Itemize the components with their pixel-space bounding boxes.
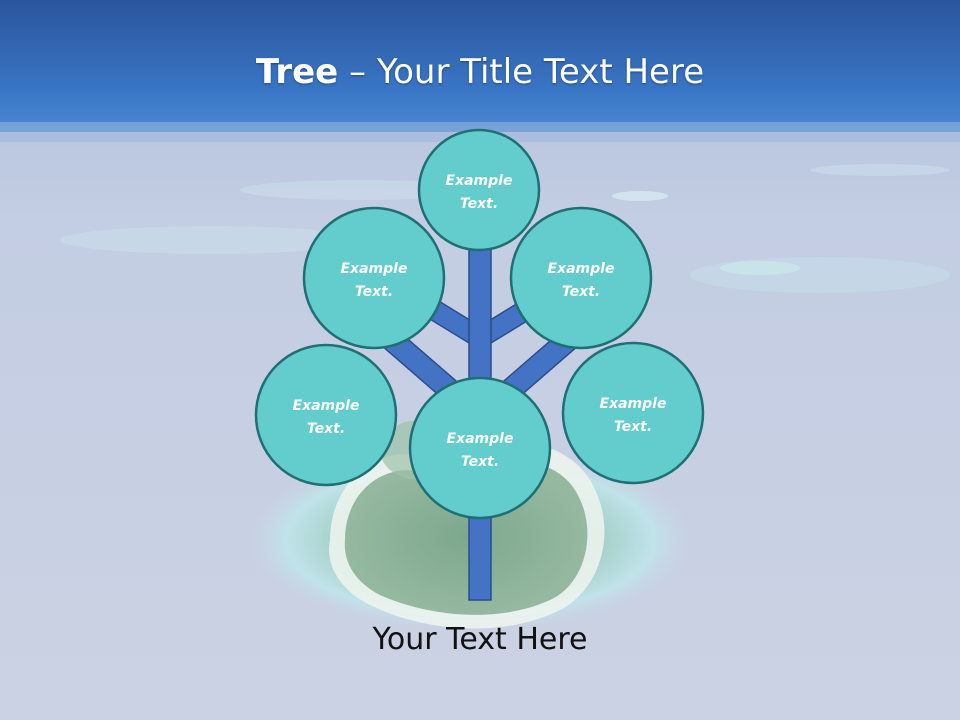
node-label-line2: Text.: [562, 284, 600, 300]
title-dash: –: [338, 52, 377, 92]
node-label-line1: Example: [600, 396, 667, 412]
node-label-line1: Example: [446, 173, 513, 189]
tree-nodes: ExampleText.ExampleText.ExampleText.Exam…: [254, 128, 705, 520]
node-label-line1: Example: [447, 431, 514, 447]
node-label-line2: Text.: [614, 419, 652, 435]
node-circle: [509, 206, 653, 350]
node-circle: [254, 343, 398, 487]
node-label-line1: Example: [293, 398, 360, 414]
node-circle: [561, 341, 705, 485]
node-label-line2: Text.: [461, 454, 499, 470]
caption-text: Your Text Here: [372, 622, 588, 657]
node-label-line1: Example: [341, 261, 408, 277]
node-label-line2: Text.: [355, 284, 393, 300]
title-bold-word: Tree: [255, 52, 339, 92]
node-circle: [302, 206, 446, 350]
node-circle: [417, 128, 541, 252]
title-text: Your Title Text Here: [376, 52, 705, 92]
node-label-line2: Text.: [307, 421, 345, 437]
node-circle: [408, 376, 552, 520]
slide-title: Tree – Your Title Text Here: [0, 52, 960, 92]
node-label-line1: Example: [548, 261, 615, 277]
node-label-line2: Text.: [460, 196, 498, 212]
